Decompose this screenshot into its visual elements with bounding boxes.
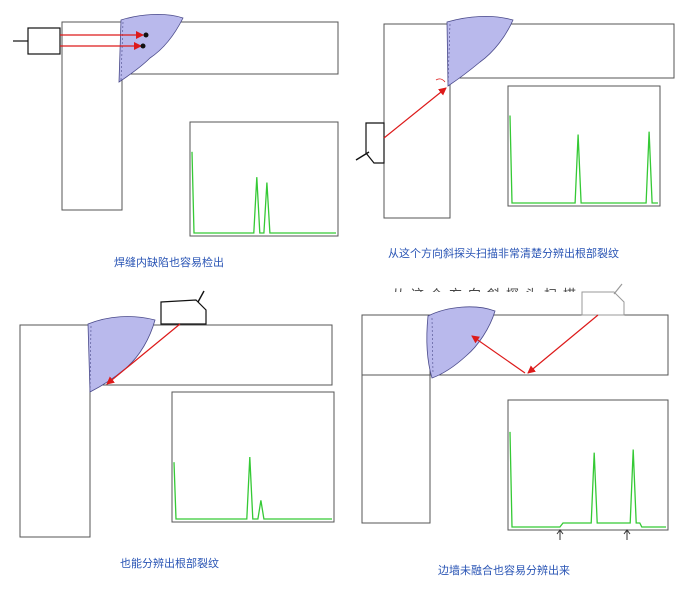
panel-1-caption: 焊缝内缺陷也容易检出 xyxy=(114,256,224,269)
panel-1-ascan-screen xyxy=(189,121,339,237)
panel-2-vertical-plate xyxy=(383,23,451,219)
panel-1-fusion-line xyxy=(120,21,124,81)
panel-4-gate-marker-right-icon xyxy=(623,529,631,540)
panel-4-header-fragment: 从这个方向斜探头扫描 xyxy=(392,284,662,292)
panel-4-ascan-screen xyxy=(507,399,669,531)
panel-1-defect-2 xyxy=(140,43,146,49)
panel-4-weld-bead xyxy=(426,306,496,379)
panel-2 xyxy=(355,15,675,219)
panel-1 xyxy=(13,14,339,237)
panel-4-ascan-signal xyxy=(509,431,666,528)
panel-3-vertical-plate xyxy=(19,324,91,538)
panel-1-defect-1 xyxy=(143,32,149,38)
panel-2-probe xyxy=(365,122,385,164)
panel-2-weld-bead xyxy=(446,15,514,87)
panel-3-ascan-signal xyxy=(173,456,332,520)
panel-3-ascan-screen xyxy=(171,391,335,523)
panel-1-vertical-plate xyxy=(61,21,123,211)
panel-3-weld-bead xyxy=(87,316,156,393)
panel-4-caption: 边墙未融合也容易分辨出来 xyxy=(438,564,570,577)
panel-4-probe xyxy=(581,291,625,316)
panel-3 xyxy=(19,290,335,538)
panel-2-probe-cable xyxy=(355,151,370,161)
panel-1-ascan-signal xyxy=(191,151,336,234)
panel-2-ascan-screen xyxy=(507,85,661,207)
panel-2-root-crack xyxy=(435,78,446,83)
panel-4-probe-cable xyxy=(613,283,623,295)
panel-4 xyxy=(361,283,669,540)
panel-4-fusion-line xyxy=(431,317,434,375)
panel-3-beam xyxy=(106,323,181,385)
panel-4-vertical-plate xyxy=(361,314,431,524)
panel-2-ascan-signal xyxy=(509,115,658,204)
panel-3-caption: 也能分辨出根部裂纹 xyxy=(120,557,219,570)
panel-4-beam-2 xyxy=(471,335,526,374)
panel-1-probe xyxy=(27,27,61,55)
panel-2-caption: 从这个方向斜探头扫描非常清楚分辨出根部裂纹 xyxy=(388,247,619,260)
panel-2-beam xyxy=(383,87,447,139)
panel-3-probe xyxy=(160,299,207,325)
panel-4-beam-1 xyxy=(527,314,599,374)
panel-4-gate-marker-left-icon xyxy=(556,529,564,540)
panel-1-weld-bead xyxy=(118,14,184,83)
panel-3-probe-cable xyxy=(197,290,205,303)
